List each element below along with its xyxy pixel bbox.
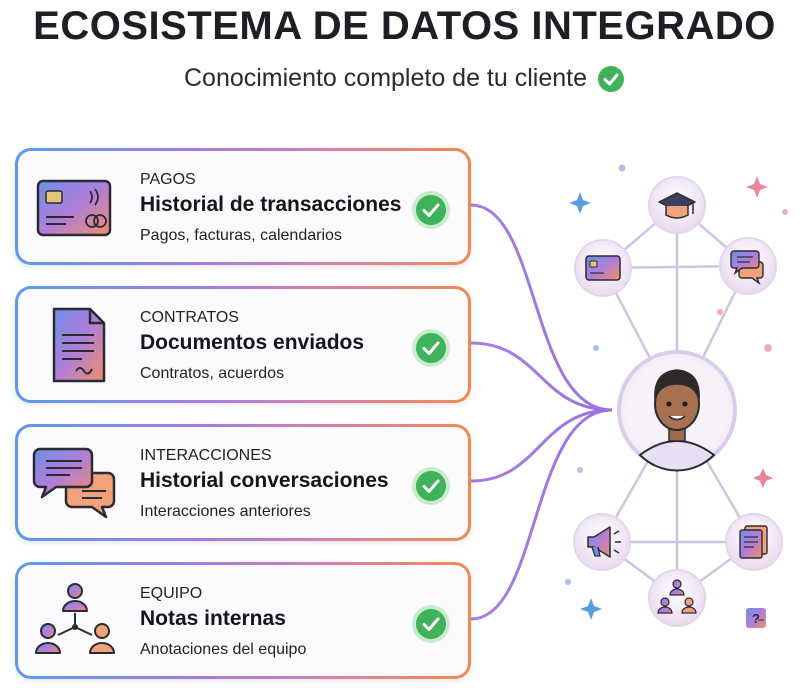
connector-equipo — [470, 408, 613, 621]
credit-card-icon — [36, 179, 112, 237]
check-icon — [412, 605, 450, 643]
card-interacciones: INTERACCIONES Historial conversaciones I… — [15, 424, 471, 541]
card-category: EQUIPO — [140, 585, 203, 602]
check-icon — [412, 329, 450, 367]
connector-contratos — [470, 341, 613, 412]
card-category: CONTRATOS — [140, 309, 239, 326]
connector-interacciones — [470, 408, 613, 483]
card-title: Historial de transacciones — [140, 193, 402, 216]
page-title: ECOSISTEMA DE DATOS INTEGRADO — [33, 4, 776, 48]
team-icon — [35, 583, 115, 654]
page-subtitle-row: Conocimiento completo de tu cliente — [0, 64, 809, 93]
card-description: Anotaciones del equipo — [140, 641, 307, 658]
document-icon — [52, 307, 106, 383]
card-category: INTERACCIONES — [140, 447, 272, 464]
check-icon — [598, 65, 624, 92]
card-category: PAGOS — [140, 171, 196, 188]
chat-bubbles-icon — [32, 447, 116, 519]
card-title: Historial conversaciones — [140, 469, 389, 492]
card-description: Interacciones anteriores — [140, 503, 311, 520]
card-contratos: CONTRATOS Documentos enviados Contratos,… — [15, 286, 471, 403]
connector-pagos — [470, 203, 613, 412]
card-pagos: PAGOS Historial de transacciones Pagos, … — [15, 148, 471, 265]
check-icon — [412, 467, 450, 505]
card-title: Documentos enviados — [140, 331, 365, 354]
check-icon — [412, 191, 450, 229]
card-title: Notas internas — [140, 607, 286, 630]
card-description: Contratos, acuerdos — [140, 365, 285, 382]
page-subtitle: Conocimiento completo de tu cliente — [183, 64, 587, 92]
card-description: Pagos, facturas, calendarios — [140, 227, 342, 244]
card-equipo: EQUIPO Notas internas Anotaciones del eq… — [15, 562, 471, 679]
